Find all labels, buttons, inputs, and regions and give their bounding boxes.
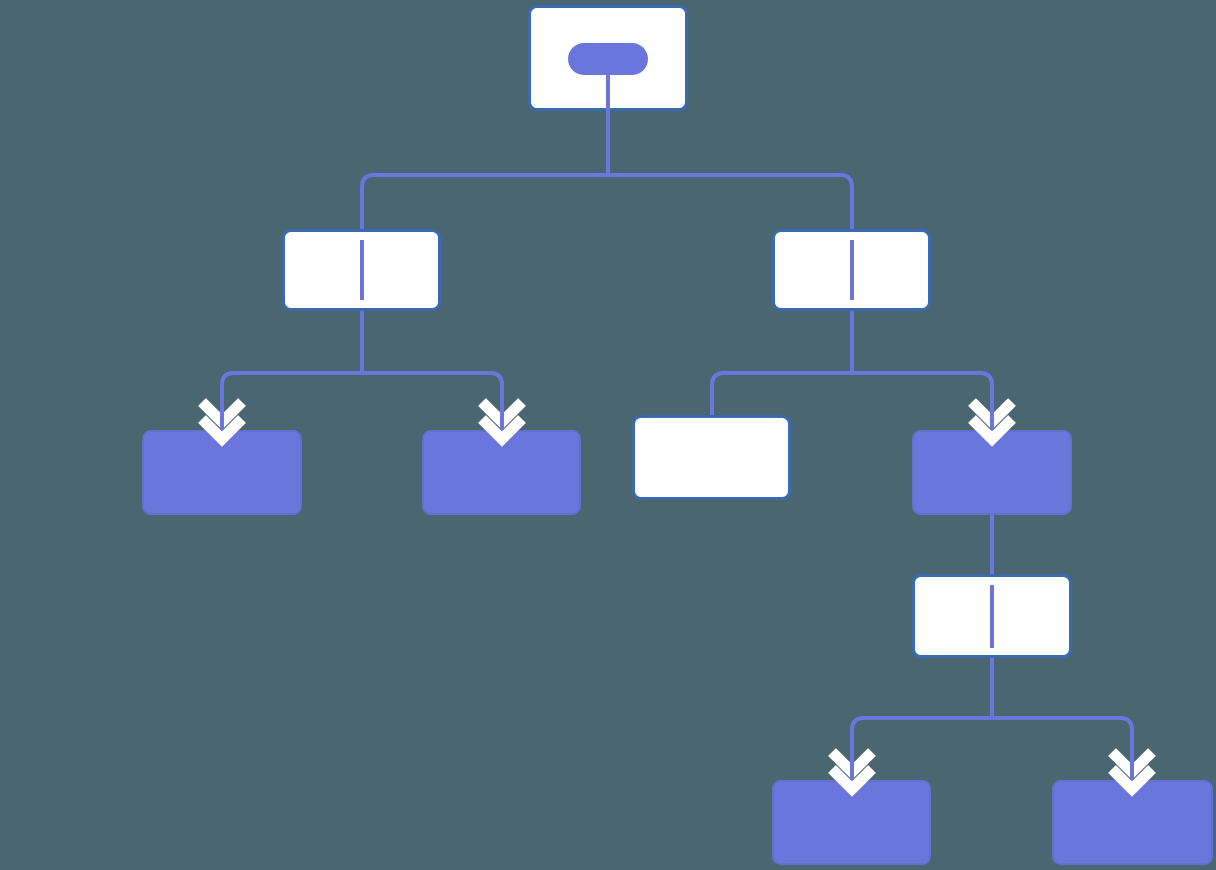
level3-branch-node[interactable] (912, 430, 1072, 515)
level5-leaf-left[interactable] (772, 780, 931, 865)
level3-leaf-b[interactable] (422, 430, 581, 515)
level3-white-node[interactable] (632, 415, 791, 500)
level2-right-node[interactable] (772, 229, 931, 311)
level4-white-node[interactable] (912, 574, 1072, 658)
level3-leaf-a[interactable] (142, 430, 302, 515)
root-node-pill-label (568, 43, 648, 75)
level2-left-node[interactable] (282, 229, 441, 311)
level5-leaf-right[interactable] (1052, 780, 1213, 865)
